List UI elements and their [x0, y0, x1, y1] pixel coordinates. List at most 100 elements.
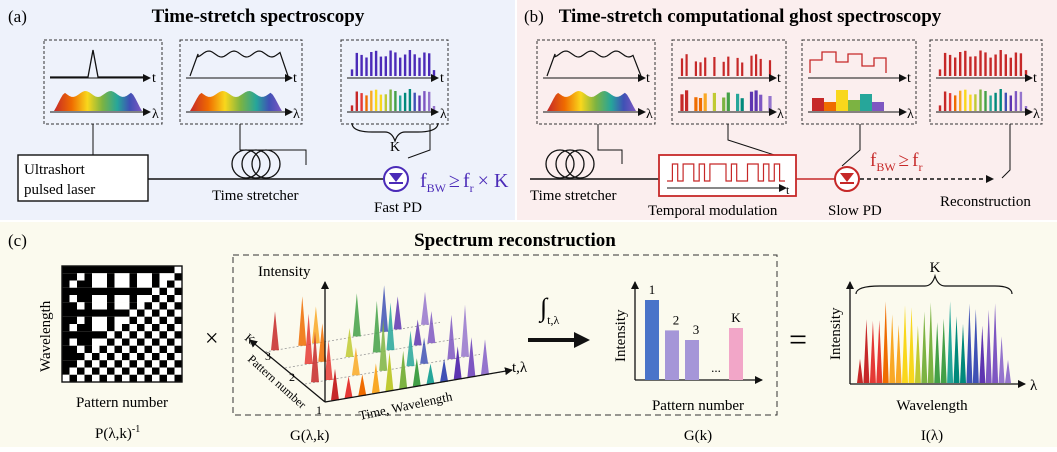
- pattern-cell: [174, 287, 182, 295]
- modulated-spectral-line: [722, 97, 726, 111]
- pattern-cell: [129, 280, 137, 288]
- pattern-cell: [144, 280, 152, 288]
- ultrashort-laser-box: [17, 154, 149, 202]
- pattern-cell: [174, 266, 182, 274]
- spectral-pulse: [959, 90, 962, 111]
- pattern-cell: [69, 345, 77, 353]
- spectral-pulse: [374, 50, 378, 76]
- spectrum-caption: I(λ): [921, 428, 943, 444]
- pattern-cell: [62, 287, 70, 295]
- pattern-cell: [137, 302, 145, 310]
- pattern-cell: [107, 287, 115, 295]
- pattern-spectral-peak: [393, 296, 402, 330]
- pattern-cell: [62, 295, 70, 303]
- pattern-cell: [137, 353, 145, 361]
- spectral-pulse: [943, 91, 947, 111]
- pattern-cell: [77, 338, 85, 346]
- pattern-cell: [84, 266, 92, 274]
- pattern-cell: [144, 331, 152, 339]
- pattern-cell: [62, 338, 70, 346]
- axis-t-label: t: [293, 71, 297, 86]
- spectral-pulse: [1004, 54, 1007, 76]
- pattern-spectral-peak: [380, 285, 389, 332]
- axis-t-label: t: [907, 71, 911, 86]
- temporal-modulation-box: [658, 154, 797, 197]
- temporal-modulation-label: Temporal modulation: [648, 203, 778, 219]
- modulated-spectral-line: [694, 97, 698, 111]
- time-wavelength-axis: [324, 367, 513, 403]
- modulated-pulse: [722, 61, 725, 76]
- pattern-spectral-peak: [311, 306, 320, 344]
- pattern-spectral-peak: [386, 302, 395, 351]
- spectral-pulse: [365, 95, 368, 111]
- modulated-pulse: [755, 54, 758, 76]
- pattern-cell: [167, 360, 175, 368]
- integral-arrow-head: [574, 332, 590, 348]
- spectral-pulse: [355, 91, 358, 111]
- pattern-cell: [84, 338, 92, 346]
- spectral-pulse: [979, 50, 982, 76]
- spectral-pulse: [948, 93, 952, 111]
- spectral-pulse: [943, 52, 947, 76]
- spectral-pulse: [959, 52, 962, 76]
- axis-lambda-label: λ: [152, 107, 159, 122]
- pattern-cell: [159, 309, 167, 317]
- pattern-cell: [69, 331, 77, 339]
- modulated-spectrum-bars: [680, 90, 772, 111]
- pattern-intensity-bar: [729, 328, 743, 380]
- pattern-cell: [144, 287, 152, 295]
- pattern-cell: [107, 316, 115, 324]
- k-brace: [855, 273, 1013, 295]
- pattern-cell: [69, 309, 77, 317]
- pattern-cell: [122, 367, 130, 375]
- pattern-cell: [62, 374, 70, 382]
- pattern-cell: [137, 367, 145, 375]
- spectral-pulse: [954, 57, 957, 76]
- pattern-cell: [114, 324, 122, 332]
- modulated-spectral-line: [749, 91, 754, 111]
- spectral-peak: [902, 305, 908, 383]
- pattern-spectral-peak: [372, 300, 381, 353]
- pattern-matrix: [62, 266, 182, 382]
- panel-a-label: (a): [8, 7, 27, 26]
- spectral-pulse: [360, 54, 363, 76]
- spectral-peak: [992, 303, 999, 383]
- spectral-peak: [979, 325, 986, 383]
- pattern-cell: [122, 360, 130, 368]
- spectral-pulse: [423, 91, 426, 111]
- g3d-index-label: 2: [289, 370, 295, 384]
- pattern-spectral-peak: [447, 314, 456, 360]
- pattern-spectral-peak: [481, 339, 489, 375]
- pattern-cell: [144, 324, 152, 332]
- spectrum-axis-label: λ: [1030, 378, 1038, 394]
- spectral-pulse: [394, 52, 397, 76]
- pattern-cell: [114, 338, 122, 346]
- g3d-index-label: 1: [316, 403, 322, 417]
- modulated-pulse: [680, 58, 684, 76]
- pattern-cell: [122, 374, 130, 382]
- spectral-pulse: [423, 52, 426, 76]
- pattern-cell: [152, 367, 160, 375]
- fast-pd-formula: fBW≥fr× K: [420, 170, 509, 195]
- pattern-cell: [77, 345, 85, 353]
- slow-pd-step-trace: [809, 51, 887, 73]
- pattern-spectral-peak: [399, 350, 408, 389]
- pattern-cell: [107, 367, 115, 375]
- pattern-spectral-peak: [304, 313, 313, 364]
- spectral-pulse: [974, 94, 977, 111]
- pattern-cell: [159, 360, 167, 368]
- pattern-cell: [122, 295, 130, 303]
- reconstructed-spectrum: [938, 89, 1028, 111]
- pattern-cell: [92, 266, 100, 274]
- spectral-pulse: [984, 52, 987, 76]
- pattern-cell: [92, 338, 100, 346]
- pattern-cell: [99, 338, 107, 346]
- spectral-pulse: [1019, 91, 1023, 111]
- pattern-cell: [174, 338, 182, 346]
- pattern-cell: [122, 309, 130, 317]
- pattern-cell: [152, 374, 160, 382]
- bars-xlabel: Pattern number: [652, 398, 744, 414]
- axis-t-label: t: [152, 71, 156, 86]
- pattern-cell: [62, 367, 70, 375]
- spectral-peak: [1005, 359, 1011, 383]
